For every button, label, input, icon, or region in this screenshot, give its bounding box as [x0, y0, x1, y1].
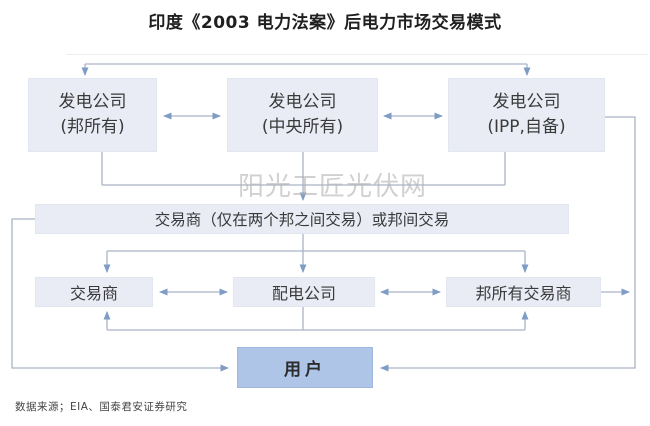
page-title: 印度《2003 电力法案》后电力市场交易模式 [148, 13, 502, 33]
node-label: 交易商（仅在两个邦之间交易）或邦间交易 [154, 211, 450, 229]
node-gen-ipp: 发电公司 (IPP,自备) [448, 78, 605, 152]
node-trader-interstate: 交易商（仅在两个邦之间交易）或邦间交易 [35, 204, 569, 234]
node-label-line2: (中央所有) [261, 117, 344, 137]
node-state-owned-trader: 邦所有交易商 [446, 277, 601, 307]
node-label-line1: 发电公司 [58, 92, 127, 113]
node-label: 配电公司 [271, 284, 336, 303]
node-label-line1: 发电公司 [492, 92, 561, 113]
node-gen-central-owned: 发电公司 (中央所有) [227, 78, 378, 152]
arrow-rightrail-into-user [380, 116, 636, 372]
node-trader: 交易商 [35, 277, 153, 307]
node-label-line1: 发电公司 [268, 92, 337, 113]
node-label: 用户 [284, 360, 326, 380]
node-label: 邦所有交易商 [475, 284, 572, 303]
node-gen-state-owned: 发电公司 (邦所有) [28, 78, 157, 152]
data-source-note: 数据来源；EIA、国泰君安证券研究 [15, 401, 188, 413]
node-user: 用户 [237, 347, 373, 388]
node-distribution-company: 配电公司 [233, 277, 375, 307]
node-label-line2: (邦所有) [60, 117, 125, 137]
arrow-leftrail-into-user [11, 218, 229, 372]
divider-line [66, 54, 648, 55]
node-label-line2: (IPP,自备) [487, 117, 566, 137]
node-label: 交易商 [69, 284, 118, 303]
